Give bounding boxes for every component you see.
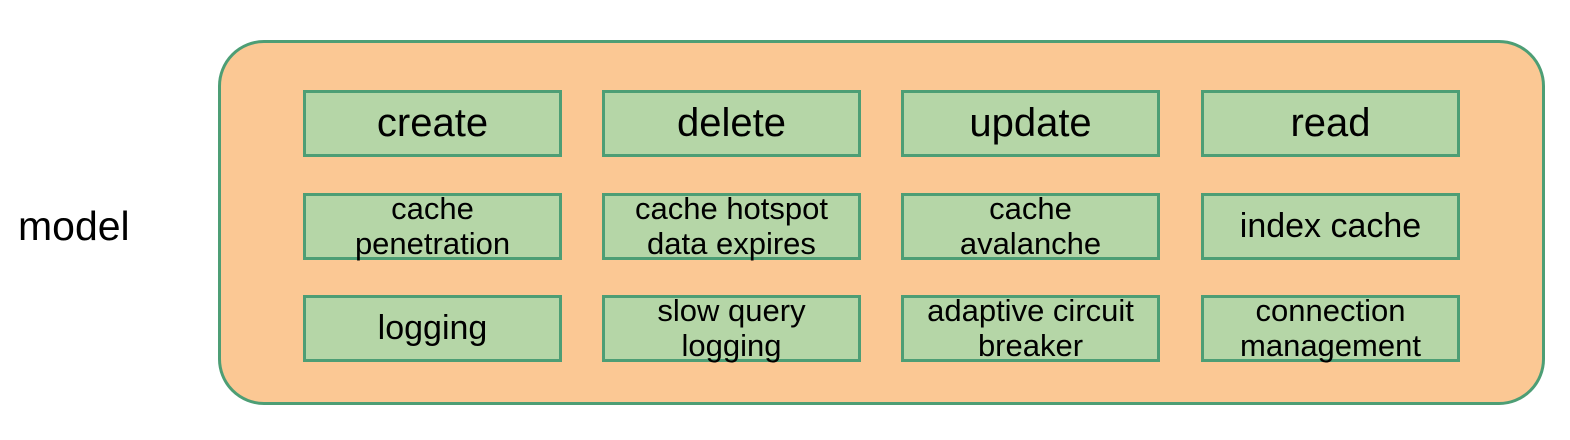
node-create[interactable]: create — [303, 90, 562, 157]
node-connection-management[interactable]: connection management — [1201, 292, 1460, 363]
node-adaptive-circuit-breaker[interactable]: adaptive circuit breaker — [901, 292, 1160, 363]
node-slow-query-logging-label: slow query logging — [657, 292, 806, 363]
node-update-label: update — [969, 101, 1092, 146]
model-group-container: create delete update read cache penetrat… — [218, 40, 1545, 405]
node-read-label: read — [1290, 101, 1371, 146]
node-create-label: create — [376, 101, 489, 146]
node-cache-avalanche[interactable]: cache avalanche — [901, 190, 1160, 261]
group-label-model: model — [18, 203, 130, 249]
node-delete-label: delete — [677, 101, 786, 146]
node-cache-penetration-label: cache penetration — [354, 190, 511, 261]
node-cache-hotspot-data-expires-label: cache hotspot data expires — [634, 190, 829, 261]
node-update[interactable]: update — [901, 90, 1160, 157]
node-delete[interactable]: delete — [602, 90, 861, 157]
node-index-cache-label: index cache — [1239, 207, 1422, 246]
node-read[interactable]: read — [1201, 90, 1460, 157]
node-slow-query-logging[interactable]: slow query logging — [602, 292, 861, 363]
node-adaptive-circuit-breaker-label: adaptive circuit breaker — [927, 292, 1134, 363]
node-logging-label: logging — [377, 309, 488, 348]
node-connection-management-label: connection management — [1240, 292, 1421, 363]
node-cache-avalanche-label: cache avalanche — [959, 190, 1102, 261]
node-logging[interactable]: logging — [303, 295, 562, 362]
node-cache-penetration[interactable]: cache penetration — [303, 190, 562, 261]
node-cache-hotspot-data-expires[interactable]: cache hotspot data expires — [602, 190, 861, 261]
node-index-cache[interactable]: index cache — [1201, 193, 1460, 260]
